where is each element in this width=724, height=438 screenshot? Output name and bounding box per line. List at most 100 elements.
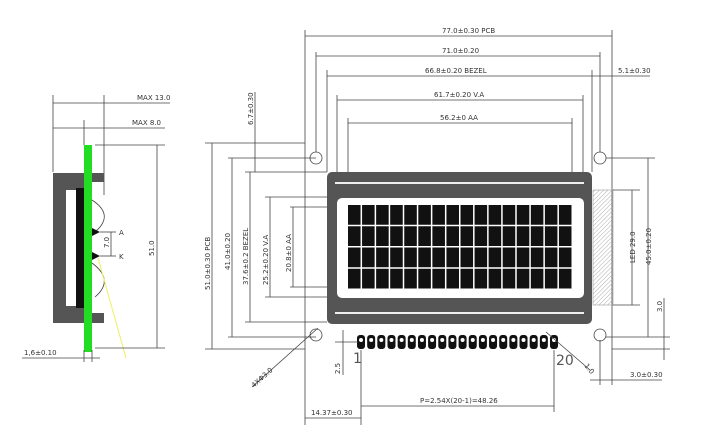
character-cell [460,247,474,268]
pin-dia-label: 1.0 [582,362,595,376]
left-dimensions: 51.0±0.30 PCB 41.0±0.20 6.7±0.30 37.6±0.… [204,92,348,350]
character-grid [348,205,572,289]
mount-hole-icon [593,151,607,165]
character-cell [348,247,361,268]
va-height-label: 25.2±0.20 V.A [262,235,270,285]
character-cell [516,226,530,246]
character-cell [362,268,375,289]
character-cell [390,268,403,289]
character-cell [432,205,445,225]
character-cell [376,247,389,268]
character-cell [446,268,459,289]
character-cell [404,205,417,225]
pin-header [357,335,558,349]
character-cell [348,205,361,225]
character-cell [376,205,389,225]
pin-hole-icon [541,338,546,342]
character-cell [530,226,544,246]
top-dimensions: 77.0±0.30 PCB 71.0±0.20 66.8±0.20 BEZEL … [304,27,651,350]
pin-hole-icon [511,338,516,342]
pin-hole-icon [460,338,465,342]
pin20-label: 20 [556,353,574,369]
aa-height-label: 20.8±0 AA [285,234,293,272]
character-cell [558,268,572,289]
max-13-label: MAX 13.0 [137,94,170,102]
character-cell [446,226,459,246]
right-hole-pitch-label: 45.0±0.20 [645,228,653,265]
character-cell [432,268,445,289]
pin-hole-icon [521,338,526,342]
pin-hole-icon [359,338,363,342]
hole-edge-label: 3.0±0.30 [630,371,663,379]
character-cell [432,226,445,246]
character-cell [390,247,403,268]
character-cell [446,205,459,225]
hole-pitch-width-label: 71.0±0.20 [442,47,479,55]
max-8-label: MAX 8.0 [132,119,161,127]
led-anode-icon [92,228,100,236]
character-cell [530,247,544,268]
character-cell [376,268,389,289]
led-backlight [592,189,614,306]
character-cell [502,268,516,289]
character-cell [404,268,417,289]
mount-hole-icon [593,328,607,342]
character-cell [418,247,431,268]
character-cell [418,226,431,246]
pin-hole-icon [531,338,536,342]
character-cell [544,268,558,289]
lcd-front [309,151,614,349]
pin-offset-x-label: 14.37±0.30 [311,409,353,417]
pin-hole-icon [491,338,496,342]
character-cell [474,226,488,246]
pin-hole-icon [419,338,424,342]
mount-hole-icon [309,151,323,165]
character-cell [502,226,516,246]
character-cell [376,226,389,246]
character-cell [516,268,530,289]
pcb-height-label: 51.0±0.30 PCB [204,237,212,290]
pin-hole-icon [430,338,435,342]
character-cell [502,247,516,268]
edge-label: 3.0 [656,301,664,312]
side-view: MAX 13.0 MAX 8.0 A K 7.0 51.0 1,6±0.10 [22,94,170,362]
character-cell [502,205,516,225]
top-offset-label: 6.7±0.30 [247,92,255,125]
character-cell [488,205,502,225]
pcb-thickness-label: 1,6±0.10 [24,349,57,357]
character-cell [362,205,375,225]
led-cathode-icon [92,252,100,260]
led-pitch-label: 7.0 [103,237,111,248]
character-cell [348,268,361,289]
character-cell [362,247,375,268]
va-width-label: 61.7±0.20 V.A [434,91,484,99]
pin-offset-y-label: 2.5 [334,363,342,374]
pin-hole-icon [470,338,475,342]
character-cell [558,205,572,225]
pin-hole-icon [440,338,445,342]
character-cell [558,226,572,246]
character-cell [544,247,558,268]
character-cell [390,205,403,225]
pin-hole-icon [480,338,485,342]
pin-hole-icon [369,338,374,342]
led-width-label: 5.1±0.30 [618,67,651,75]
character-cell [432,247,445,268]
character-cell [544,226,558,246]
pcb-green [84,145,92,352]
mount-hole-icon [309,328,323,342]
side-height-label: 51.0 [148,240,156,256]
character-cell [418,205,431,225]
aa-width-label: 56.2±0 AA [440,114,478,122]
character-cell [488,226,502,246]
character-cell [516,205,530,225]
led-height-label: LED 29.0 [629,231,637,263]
pin1-label: 1 [353,351,362,367]
character-cell [446,247,459,268]
character-cell [460,205,474,225]
pcb-width-label: 77.0±0.30 PCB [442,27,495,35]
character-cell [488,247,502,268]
hole-pitch-height-label: 41.0±0.20 [224,233,232,270]
character-cell [488,268,502,289]
character-cell [404,226,417,246]
